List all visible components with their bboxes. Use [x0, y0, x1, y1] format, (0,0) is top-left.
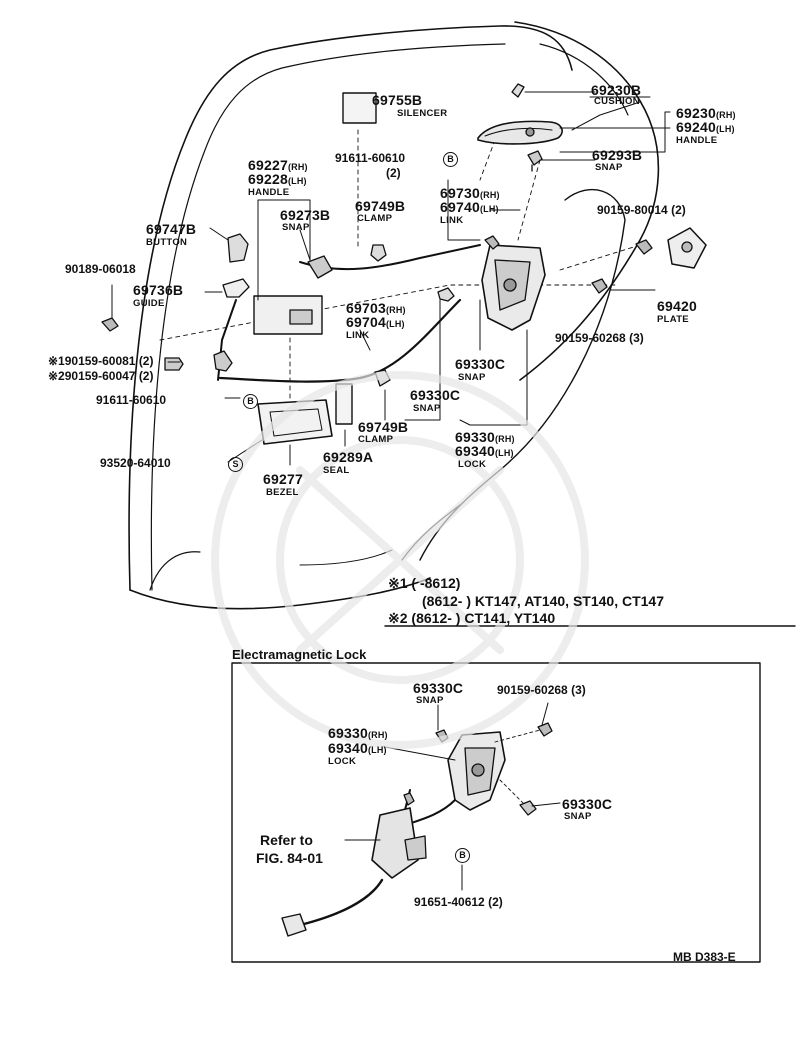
button-guide: [222, 278, 250, 298]
inset-bolt-91651-40612: 91651-40612 (2): [414, 895, 503, 909]
part-69330-number: 69330(RH): [455, 429, 515, 445]
actuator: [371, 807, 419, 879]
part-69740-name: LINK: [440, 215, 464, 226]
outer-handle: [477, 120, 563, 145]
part-69749B-bot-name: CLAMP: [358, 434, 394, 445]
part-69330C-a-number: 69330C: [455, 356, 506, 372]
part-69755B-name: SILENCER: [397, 108, 448, 119]
actuator-cable: [298, 878, 384, 927]
window-frame: [514, 21, 660, 381]
bolt-90159-80014: [635, 239, 653, 255]
inset-bolt: [537, 722, 553, 737]
clamp-69749B-top: [370, 244, 387, 262]
mark-b-circle-top: B: [443, 150, 458, 167]
connector: [281, 913, 307, 937]
seal-69289A: [335, 383, 353, 425]
refer-to-line-2: FIG. 84-01: [256, 850, 323, 866]
door-outline-inner: [150, 43, 506, 591]
door-rear-edge: [419, 189, 626, 561]
part-69704-name: LINK: [346, 330, 370, 341]
inset-title: Electramagnetic Lock: [232, 647, 367, 662]
part-69755B-number: 69755B: [372, 92, 423, 108]
part-69420-name: PLATE: [657, 314, 689, 325]
bolt-93520-64010: 93520-64010: [100, 456, 171, 470]
window-frame-inner: [539, 43, 629, 116]
part-69747B-number: 69747B: [146, 221, 197, 237]
part-69420-number: 69420: [657, 298, 697, 314]
part-69749B-bot-number: 69749B: [358, 419, 409, 435]
part-69228-name: HANDLE: [248, 187, 290, 198]
mark-s-circle: S: [228, 455, 243, 472]
bolt-90159-60268: [591, 278, 608, 294]
part-69749B-top-number: 69749B: [355, 198, 406, 214]
silencer-pad: [342, 92, 377, 124]
inset-69330C-b-name: SNAP: [564, 811, 592, 822]
part-69330C-b-name: SNAP: [413, 403, 441, 414]
part-69340-name: LOCK: [458, 459, 487, 470]
part-69330C-a-name: SNAP: [458, 372, 486, 383]
cushion: [511, 83, 525, 98]
part-69749B-top-name: CLAMP: [357, 213, 393, 224]
part-69340-number: 69340(LH): [455, 443, 514, 459]
part-69240-number: 69240(LH): [676, 119, 735, 135]
bolt-90159-80014: 90159-80014 (2): [597, 203, 686, 217]
inset-69330C-b-number: 69330C: [562, 796, 613, 812]
part-69703-number: 69703(RH): [346, 300, 406, 316]
part-69289A-number: 69289A: [323, 449, 374, 465]
part-69230-number: 69230(RH): [676, 105, 736, 121]
diagram-code: MB D383-E: [673, 950, 736, 964]
inset-69330C-a-number: 69330C: [413, 680, 464, 696]
refer-to-line-1: Refer to: [260, 832, 313, 848]
part-69730-number: 69730(RH): [440, 185, 500, 201]
bolt-91611-60610-top: 91611-60610: [335, 151, 406, 165]
part-69273B-number: 69273B: [280, 207, 331, 223]
part-69230B-name: CUSHION: [594, 96, 640, 107]
part-69736B-name: GUIDE: [133, 298, 165, 309]
bolt-90159-60268: 90159-60268 (3): [555, 331, 644, 345]
bolt-90189: [101, 317, 119, 332]
door-bottom-curve: [149, 551, 201, 591]
door-outline: [128, 25, 573, 591]
part-69330C-b-number: 69330C: [410, 387, 461, 403]
part-69736B-number: 69736B: [133, 282, 184, 298]
bolt-91611-60610: 91611-60610: [96, 393, 167, 407]
part-69228-number: 69228(LH): [248, 171, 307, 187]
inset-69340-name: LOCK: [328, 756, 357, 767]
bolt-90159-60047: ※290159-60047 (2): [48, 369, 154, 383]
inset-bolt-90159-60268: 90159-60268 (3): [497, 683, 586, 697]
part-69289A-name: SEAL: [323, 465, 350, 476]
part-69227-number: 69227(RH): [248, 157, 308, 173]
part-69293B-name: SNAP: [595, 162, 623, 173]
part-69740-number: 69740(LH): [440, 199, 499, 215]
inset-frame: [231, 662, 761, 963]
inset-69340-number: 69340(LH): [328, 740, 387, 756]
lock-button: [227, 233, 249, 263]
part-69230B-number: 69230B: [591, 82, 642, 98]
note-1-line-1: ※1 ( -8612): [388, 575, 461, 591]
part-69277-name: BEZEL: [266, 487, 299, 498]
bolt-90189-06018: 90189-06018: [65, 262, 136, 276]
watermark-emblem: [211, 371, 589, 749]
part-69704-number: 69704(LH): [346, 314, 405, 330]
mark-b-circle: B: [243, 392, 258, 409]
part-69747B-name: BUTTON: [146, 237, 188, 248]
bolt-91611-60610-top-qty: (2): [386, 166, 401, 180]
inset-69330C-a-name: SNAP: [416, 695, 444, 706]
bolt-90159-60081: ※190159-60081 (2): [48, 354, 154, 368]
note-1-line-2: (8612- ) KT147, AT140, ST140, CT147: [422, 593, 664, 609]
screw-90159-60081: [164, 357, 184, 371]
door-bottom: [129, 577, 431, 610]
inset-mark-b-circle: B: [455, 846, 470, 863]
part-69240-name: HANDLE: [676, 135, 718, 146]
part-69293B-number: 69293B: [592, 147, 643, 163]
part-69277-number: 69277: [263, 471, 303, 487]
inset-69330-number: 69330(RH): [328, 725, 388, 741]
snap-69293B: [527, 150, 543, 172]
part-69273B-name: SNAP: [282, 222, 310, 233]
note-2: ※2 (8612- ) CT141, YT140: [388, 610, 556, 626]
inset-snap-b: [519, 800, 537, 816]
